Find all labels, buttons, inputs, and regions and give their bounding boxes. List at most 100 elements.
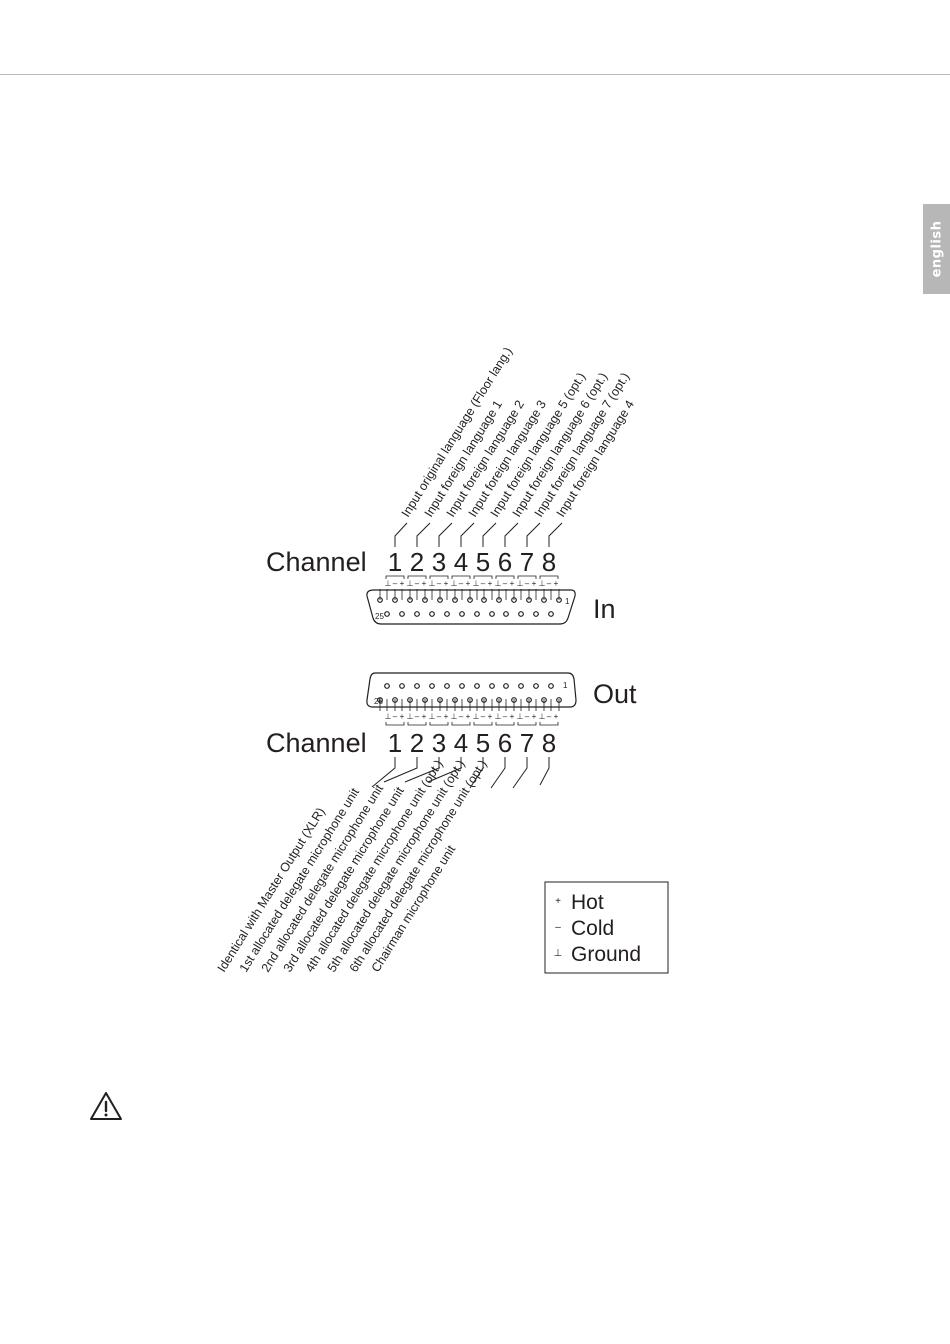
in-channel-number-6: 6	[498, 547, 512, 577]
out-polarity-1-1: ⊥	[385, 712, 392, 721]
out-leader-1	[371, 757, 396, 788]
out-polarity-2-1: ⊥	[407, 712, 414, 721]
in-polarity-2-3: +	[422, 579, 427, 588]
in-leader-8	[548, 522, 563, 547]
in-pin-top-12	[541, 597, 547, 603]
in-polarity-3-2: –	[437, 579, 442, 588]
out-polarity-7-2: –	[525, 712, 530, 721]
header-rule	[0, 74, 950, 75]
language-tab[interactable]: english	[923, 204, 950, 294]
out-channel-number-6: 6	[498, 728, 512, 758]
in-pin-bottom-4	[429, 611, 435, 617]
out-polarity-3-3: +	[444, 712, 449, 721]
in-pin-bottom-5	[444, 611, 450, 617]
in-leader-5	[482, 522, 497, 547]
in-polarity-6-1: ⊥	[495, 579, 502, 588]
in-pin-top-10	[511, 597, 517, 603]
in-description-leaders	[394, 522, 563, 547]
in-pin-top-2	[392, 597, 398, 603]
in-pin-top-4	[422, 597, 428, 603]
out-polarity-5-2: –	[481, 712, 486, 721]
out-polarity-4-3: +	[466, 712, 471, 721]
out-bracket-4	[451, 722, 471, 726]
out-description-labels: Identical with Master Output (XLR)1st al…	[215, 757, 490, 974]
in-polarity-7-2: –	[525, 579, 530, 588]
in-polarity-marks: ⊥–+⊥–+⊥–+⊥–+⊥–+⊥–+⊥–+⊥–+	[385, 579, 559, 588]
out-pin-bottom-2	[399, 683, 405, 689]
out-pin-bottom-7	[474, 683, 480, 689]
out-pin-bottom-1	[384, 683, 390, 689]
out-connector-shell	[366, 672, 577, 708]
out-polarity-6-3: +	[510, 712, 515, 721]
out-pin-bottom-4	[429, 683, 435, 689]
in-pin-1-label: 1	[565, 597, 570, 606]
in-pin-top-8	[481, 597, 487, 603]
out-bracket-1	[385, 722, 405, 726]
in-bracket-8	[539, 575, 559, 579]
in-leader-3	[438, 522, 453, 547]
out-polarity-2-2: –	[415, 712, 420, 721]
in-connector-pins	[377, 597, 562, 617]
legend-label-2: Cold	[571, 917, 614, 940]
in-polarity-7-1: ⊥	[517, 579, 524, 588]
legend-symbol-3: ⊥	[554, 948, 563, 959]
out-channel-number-5: 5	[476, 728, 490, 758]
out-channel-number-2: 2	[410, 728, 424, 758]
legend-label-1: Hot	[571, 891, 604, 914]
in-polarity-4-1: ⊥	[451, 579, 458, 588]
out-polarity-6-2: –	[503, 712, 508, 721]
in-channel-label: Channel	[266, 547, 367, 577]
in-pin-top-11	[526, 597, 532, 603]
in-polarity-5-3: +	[488, 579, 493, 588]
in-pin-top-3	[407, 597, 413, 603]
out-polarity-5-3: +	[488, 712, 493, 721]
in-pin-top-7	[467, 597, 473, 603]
in-channel-number-1: 1	[388, 547, 402, 577]
in-polarity-6-2: –	[503, 579, 508, 588]
out-polarity-marks: ⊥–+⊥–+⊥–+⊥–+⊥–+⊥–+⊥–+⊥–+	[385, 712, 559, 721]
in-channel-number-3: 3	[432, 547, 446, 577]
out-pin-bottom-9	[503, 683, 509, 689]
legend-items: + Hot–Cold ⊥ Ground	[554, 891, 641, 966]
in-polarity-4-2: –	[459, 579, 464, 588]
in-leader-7	[526, 522, 541, 547]
legend-symbol-2: –	[555, 922, 561, 933]
in-pin-lines	[379, 589, 560, 600]
out-bracket-3	[429, 722, 449, 726]
in-bracket-5	[473, 575, 493, 579]
legend-label-3: Ground	[571, 943, 641, 966]
out-polarity-3-1: ⊥	[429, 712, 436, 721]
legend-symbol-1: +	[555, 896, 561, 907]
in-pin-top-6	[452, 597, 458, 603]
out-leader-3	[404, 757, 440, 783]
in-polarity-6-3: +	[510, 579, 515, 588]
out-pin-bottom-6	[459, 683, 465, 689]
out-channel-number-1: 1	[388, 728, 402, 758]
in-bracket-1	[385, 575, 405, 579]
in-description-labels: Input original language (Floor lang.)Inp…	[399, 345, 637, 520]
in-polarity-2-2: –	[415, 579, 420, 588]
in-pin-top-1	[377, 597, 383, 603]
out-pin-bottom-5	[444, 683, 450, 689]
in-polarity-1-3: +	[400, 579, 405, 588]
out-bracket-6	[495, 722, 515, 726]
in-pin-top-13	[556, 597, 562, 603]
in-description-7: Input foreign language 7 (opt.)	[532, 370, 633, 519]
in-polarity-8-2: –	[547, 579, 552, 588]
out-polarity-5-1: ⊥	[473, 712, 480, 721]
in-pin-bottom-3	[414, 611, 420, 617]
in-channel-brackets	[385, 575, 559, 579]
out-polarity-6-1: ⊥	[495, 712, 502, 721]
in-pin-bottom-10	[518, 611, 524, 617]
in-bracket-6	[495, 575, 515, 579]
out-pin-bottom-12	[548, 683, 554, 689]
out-pin-bottom-8	[489, 683, 495, 689]
in-bracket-7	[517, 575, 537, 579]
out-pin-25-label: 25	[374, 697, 383, 706]
in-pin-bottom-1	[384, 611, 390, 617]
out-channel-label: Channel	[266, 728, 367, 758]
in-polarity-4-3: +	[466, 579, 471, 588]
